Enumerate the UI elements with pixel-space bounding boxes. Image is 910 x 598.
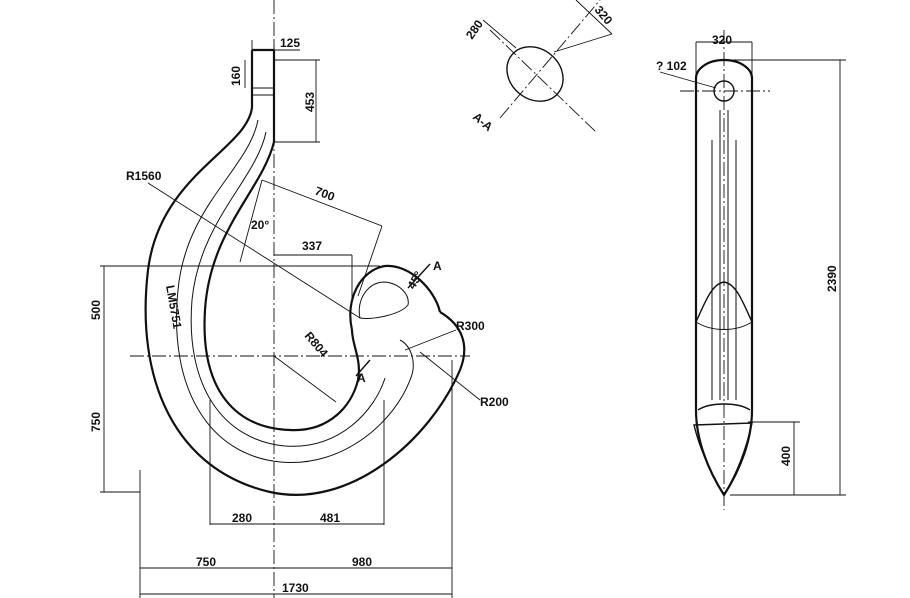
section-label-280: 280 — [463, 17, 486, 42]
label-980: 980 — [352, 555, 372, 569]
r804-leader — [273, 355, 337, 403]
label-160: 160 — [229, 66, 243, 86]
label-125: 125 — [280, 36, 300, 50]
hook-front-view: 125 160 453 R1560 700 20° 337 45° A 500 … — [89, 0, 509, 598]
hook-mid-contour-2 — [190, 131, 386, 447]
label-section-a-bottom: A — [357, 371, 366, 385]
side-label-400: 400 — [779, 446, 793, 466]
r200-leader — [419, 351, 481, 401]
label-750-bottom: 750 — [196, 555, 216, 569]
side-label-2390: 2390 — [825, 265, 839, 292]
label-453: 453 — [303, 92, 317, 112]
hook-tip-inner — [358, 281, 409, 319]
side-mid-base — [695, 321, 753, 330]
hook-tip-outer — [349, 264, 442, 331]
section-arrow-bottom — [355, 359, 371, 377]
label-lm-stamp: LM5751 — [163, 284, 184, 330]
section-a-a-shape — [506, 46, 564, 102]
label-280: 280 — [232, 511, 252, 525]
dim-700-line — [261, 179, 383, 227]
section-a-a-view: 280 320 A-A — [463, 0, 616, 134]
label-700: 700 — [313, 184, 337, 204]
section-dim-320-line — [575, 0, 613, 35]
hook-mid-contour-1 — [176, 119, 414, 463]
label-r300: R300 — [456, 319, 485, 333]
label-r804: R804 — [302, 329, 331, 360]
label-337: 337 — [302, 239, 322, 253]
section-label-320: 320 — [592, 3, 616, 28]
side-hole-leader — [659, 71, 717, 89]
label-500: 500 — [89, 300, 103, 320]
r300-leader — [404, 329, 457, 351]
hook-side-view: 320 ? 102 2390 400 — [656, 30, 846, 510]
label-20-deg: 20° — [251, 218, 269, 232]
label-481: 481 — [320, 511, 340, 525]
label-section-a-top: A — [433, 259, 442, 273]
label-1730: 1730 — [282, 581, 309, 595]
side-tip-section — [693, 422, 753, 497]
label-750-left: 750 — [89, 412, 103, 432]
section-label-a-a: A-A — [470, 110, 496, 135]
hook-outer-contour — [144, 107, 466, 496]
r1560-leader — [147, 182, 361, 319]
side-mid-transition — [695, 281, 753, 323]
shank-outline — [250, 48, 276, 142]
section-dim-320-ext — [553, 33, 613, 53]
side-lower-band — [697, 403, 751, 411]
angle-20-line — [239, 179, 263, 263]
dim-700-ext — [357, 225, 383, 297]
section-dim-280-line — [482, 19, 517, 49]
side-label-320: 320 — [712, 33, 732, 47]
label-r200: R200 — [480, 395, 509, 409]
label-r1560: R1560 — [126, 169, 162, 183]
section-axis-2 — [499, 0, 601, 119]
section-arrow-top — [407, 263, 431, 289]
side-hole — [713, 80, 735, 102]
hook-inner-contour — [203, 141, 360, 432]
section-axis-1 — [489, 29, 597, 133]
side-label-hole: ? 102 — [656, 59, 687, 73]
